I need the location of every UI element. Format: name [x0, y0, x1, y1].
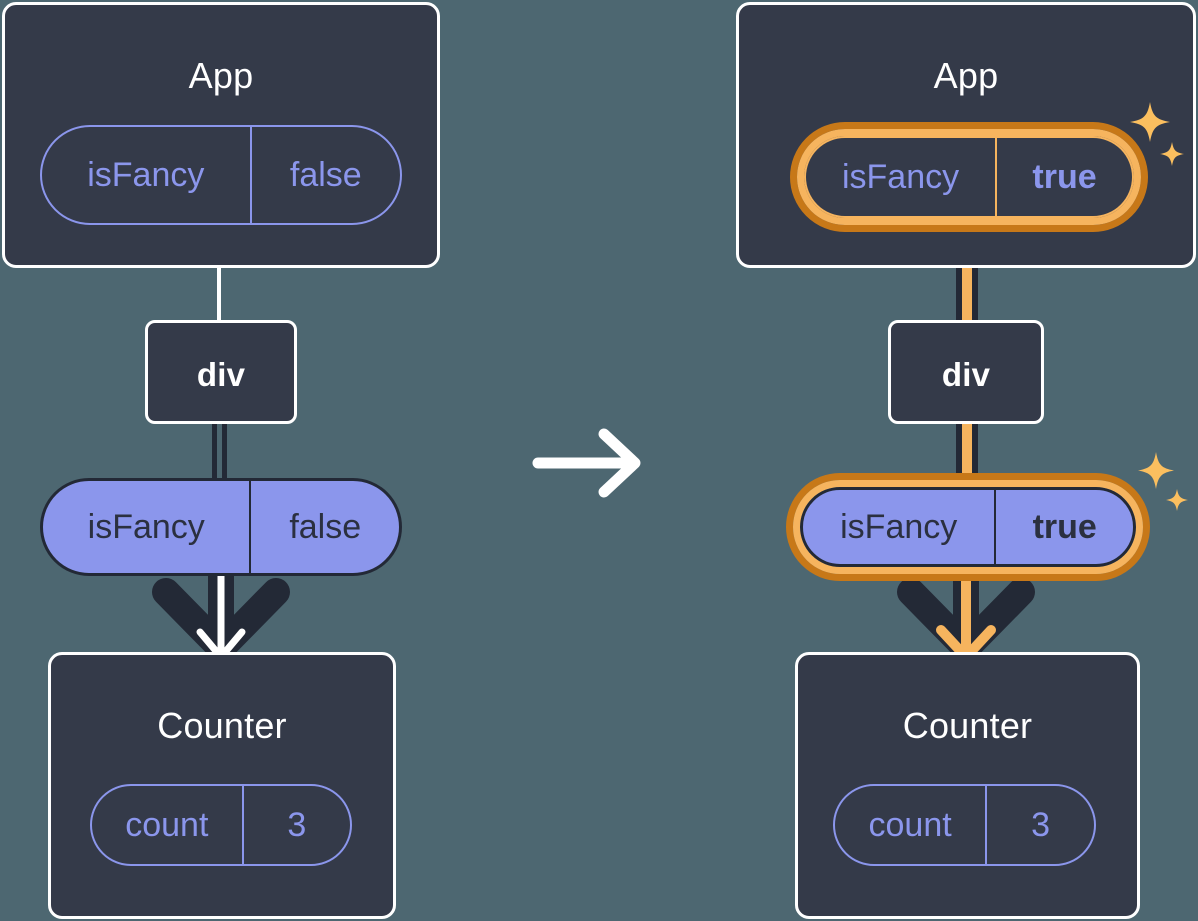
counter-state-pill-before: count 3 — [90, 784, 352, 866]
pill-divider — [249, 481, 252, 573]
pill-divider — [249, 127, 252, 223]
pill-divider — [985, 786, 988, 864]
transition-arrow-icon — [532, 428, 641, 498]
app-state-highlight-ring-after — [790, 122, 1148, 232]
connector-div-to-prop-after-right — [972, 423, 978, 485]
sparkles-icon-app-after — [1130, 102, 1184, 166]
div-tag-box-after: div — [888, 320, 1044, 424]
prop-name-before: isFancy — [87, 508, 205, 546]
prop-value-before: false — [289, 508, 362, 546]
connector-app-to-div-after-left — [956, 214, 962, 324]
counter-state-value-before: 3 — [287, 806, 307, 844]
connector-app-to-div-after-core — [962, 214, 972, 324]
connector-div-to-prop-after-left — [956, 423, 962, 485]
counter-title-after: Counter — [902, 705, 1033, 746]
connector-div-to-prop-before-left — [212, 423, 217, 483]
counter-state-value-after: 3 — [1031, 806, 1051, 844]
counter-state-name-before: count — [125, 806, 209, 844]
div-tag-box-before: div — [145, 320, 297, 424]
connector-div-to-prop-before-right — [222, 423, 227, 483]
app-state-pill-before: isFancy false — [40, 125, 402, 225]
counter-state-pill-after: count 3 — [833, 784, 1096, 866]
div-tag-label-after: div — [941, 356, 991, 393]
app-state-name-before: isFancy — [87, 156, 205, 194]
app-title-before: App — [188, 55, 254, 96]
prop-pill-before: isFancy false — [40, 478, 402, 576]
pill-divider — [241, 786, 244, 864]
app-title-after: App — [933, 55, 999, 96]
counter-title-before: Counter — [157, 705, 287, 746]
counter-state-name-after: count — [868, 806, 952, 844]
connector-app-to-div-before — [217, 262, 221, 322]
prop-highlight-ring-after — [786, 473, 1150, 581]
app-state-value-before: false — [289, 156, 362, 194]
sparkles-icon-prop-after — [1138, 452, 1188, 511]
div-tag-label-before: div — [196, 356, 246, 393]
connector-div-to-prop-after-core — [962, 423, 972, 485]
connector-app-to-div-after-right — [972, 214, 978, 324]
